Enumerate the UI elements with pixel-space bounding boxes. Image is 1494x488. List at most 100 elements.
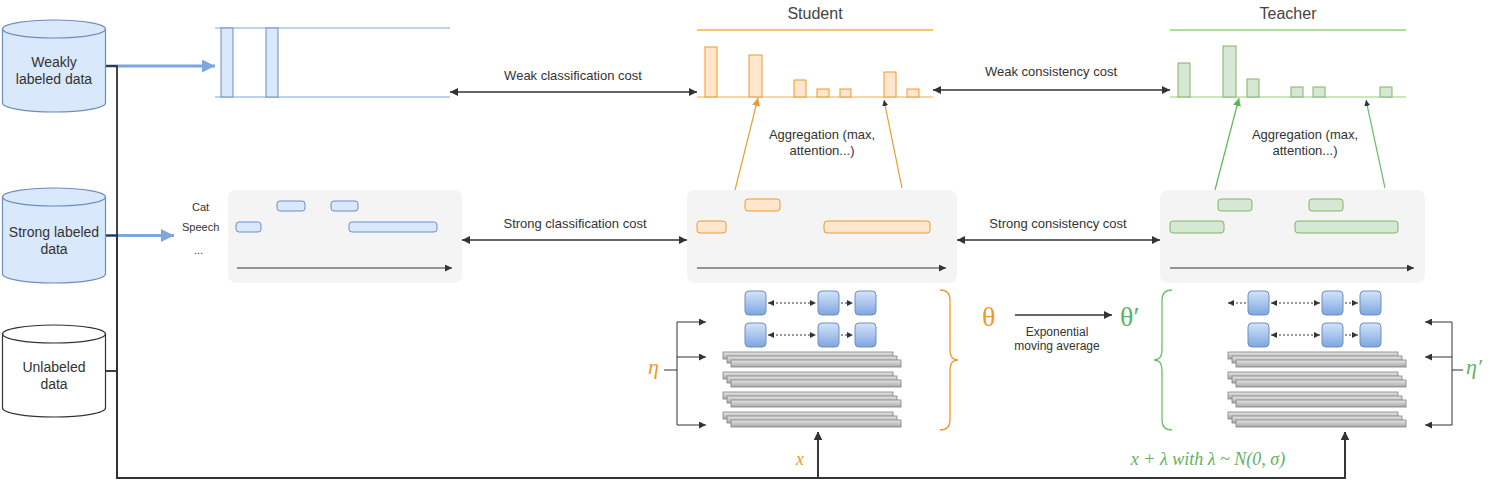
recurrent-link — [1345, 335, 1358, 336]
conv-layer — [723, 352, 901, 367]
node-text: Cat — [192, 201, 209, 214]
panel-ground — [228, 190, 462, 283]
prob-bar — [705, 47, 717, 97]
conv-layer — [723, 412, 901, 427]
prob-bar — [794, 80, 806, 97]
connector — [462, 239, 687, 240]
connector-label: x + λ with λ ~ N(0, σ) — [1129, 449, 1287, 471]
text-slot: η — [648, 354, 659, 380]
noise-symbol: η — [648, 354, 659, 380]
connector — [1215, 98, 1239, 190]
baseline — [1170, 96, 1406, 97]
prob-bar — [1223, 46, 1236, 97]
prob-bar — [1313, 87, 1325, 97]
text-slot: Teacher — [1170, 4, 1406, 23]
panel-line — [215, 27, 450, 28]
prob-bar — [749, 55, 762, 97]
event-segment — [349, 222, 437, 232]
conv-layer — [723, 392, 901, 407]
database-cylinder: Unlabeled data — [2, 325, 106, 417]
weak-label-panel — [215, 28, 450, 97]
recurrent-link — [1271, 335, 1320, 336]
title-rule — [697, 29, 933, 31]
connector-label: Aggregation (max, attention...) — [761, 127, 883, 158]
event-segment — [1309, 199, 1343, 211]
text-slot: θ′ — [1120, 300, 1140, 334]
text-slot: Weak consistency cost — [983, 64, 1119, 80]
connector — [106, 66, 818, 478]
connector-label: Strong consistency cost — [987, 216, 1128, 232]
text-slot: Student — [697, 4, 933, 23]
node-text: θ′ — [1120, 300, 1140, 334]
text-slot: x — [794, 449, 806, 471]
event-segment — [1170, 221, 1224, 233]
noise-arrow — [677, 425, 706, 426]
database-cylinder: Strong labeled data — [2, 188, 106, 283]
prob-bar — [884, 72, 896, 97]
conv-layer — [1228, 412, 1406, 427]
prob-bar — [1380, 87, 1392, 97]
text-slot: Aggregation (max, attention...) — [761, 127, 883, 158]
connector — [106, 65, 215, 68]
connector — [106, 236, 818, 479]
node-text: Unlabeled data — [8, 359, 100, 393]
connector-label: Exponential moving average — [1008, 325, 1106, 354]
recurrent-link — [1228, 303, 1246, 304]
noise-arrow — [677, 322, 706, 323]
recurrent-cell — [745, 291, 766, 315]
text-slot: x + λ with λ ~ N(0, σ) — [1129, 449, 1287, 471]
student-strong-output — [687, 190, 957, 283]
event-segment — [1295, 221, 1398, 233]
aggregation-arrow — [1366, 100, 1385, 188]
noise-arrow — [1425, 357, 1452, 358]
node-text: Strong labeled data — [8, 224, 100, 258]
connector — [106, 66, 1345, 478]
time-axis — [1170, 268, 1414, 269]
noise-bracket — [1452, 322, 1453, 425]
node-text: Teacher — [1170, 4, 1406, 23]
student-network: θ — [720, 288, 1015, 432]
recurrent-link — [841, 303, 853, 304]
brace — [940, 290, 958, 430]
connector — [106, 371, 818, 478]
prob-bar — [1178, 63, 1190, 97]
text-slot: Speech — [182, 221, 219, 234]
text-slot: Strong classification cost — [501, 216, 648, 232]
time-axis — [697, 268, 946, 269]
prob-bar — [840, 89, 851, 97]
noise-arrow — [1425, 322, 1452, 323]
prob-bar — [907, 89, 919, 97]
prob-bar — [1291, 87, 1303, 97]
node-text: Student — [697, 4, 933, 23]
text-slot: Strong consistency cost — [987, 216, 1128, 232]
node-text: Speech — [182, 221, 219, 234]
teacher-weak-output: Teacher — [1170, 0, 1406, 98]
recurrent-cell — [1248, 323, 1269, 347]
event-segment — [745, 199, 780, 211]
connector — [735, 98, 758, 190]
connector — [933, 89, 1170, 90]
connector — [450, 91, 697, 92]
recurrent-link — [1271, 303, 1320, 304]
noise-bracket — [664, 370, 677, 371]
recurrent-cell — [855, 323, 876, 347]
panel-line — [215, 96, 450, 97]
text-slot: η′ — [1466, 354, 1482, 380]
text-slot: Exponential moving average — [1008, 325, 1106, 354]
recurrent-cell — [818, 291, 839, 315]
connector — [1015, 314, 1112, 315]
recurrent-cell — [1322, 323, 1343, 347]
cylinder-rim — [3, 334, 106, 343]
title-rule — [1170, 29, 1406, 31]
weak-label-bar — [221, 28, 233, 97]
connector-label: x — [794, 449, 806, 471]
recurrent-cell — [1248, 291, 1269, 315]
noise-bracket — [677, 322, 678, 425]
noise-bracket — [1452, 370, 1463, 371]
recurrent-cell — [818, 323, 839, 347]
event-segment — [236, 222, 261, 232]
recurrent-cell — [1322, 291, 1343, 315]
connector-label: Aggregation (max, attention...) — [1244, 127, 1366, 158]
